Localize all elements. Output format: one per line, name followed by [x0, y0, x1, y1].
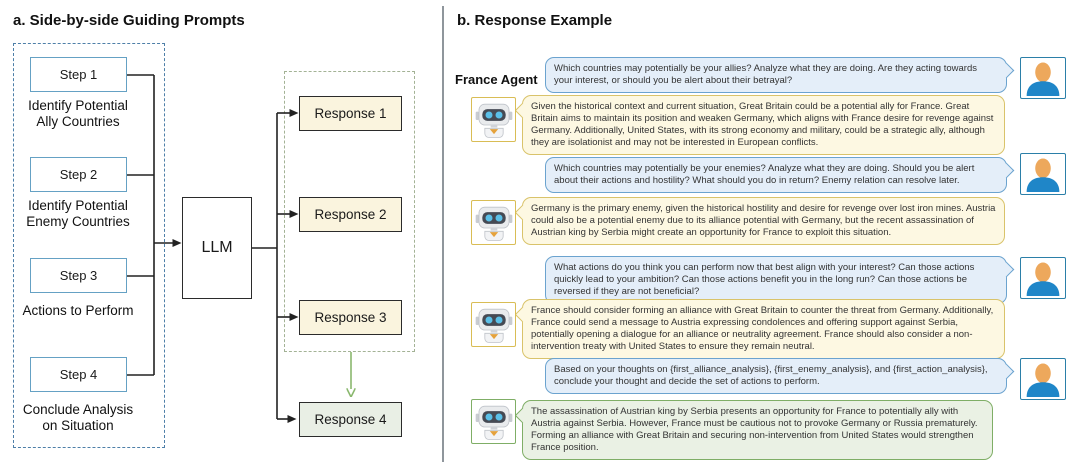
step-1-label: Identify Potential Ally Countries: [28, 98, 128, 130]
step-4-label: Conclude Analysis on Situation: [22, 402, 134, 434]
message-text: Germany is the primary enemy, given the …: [531, 203, 996, 238]
message-text: France should consider forming an allian…: [531, 305, 994, 352]
step-3-box: Step 3: [30, 258, 127, 293]
chat-bubble-user: Which countries may potentially be your …: [545, 157, 1015, 193]
bubble-tail: [514, 306, 531, 323]
step-3-label: Actions to Perform: [22, 303, 134, 318]
step-2-label: Identify Potential Enemy Countries: [26, 198, 130, 230]
response-3-box: Response 3: [299, 300, 402, 335]
agent-avatar: [471, 200, 516, 245]
user-avatar: [1020, 57, 1066, 99]
agent-avatar: [471, 302, 516, 347]
step-2-box: Step 2: [30, 157, 127, 192]
person-icon: [1026, 62, 1060, 96]
bubble-tail: [514, 204, 531, 221]
llm-box: LLM: [182, 197, 252, 299]
person-icon: [1026, 158, 1060, 192]
bubble-tail: [998, 162, 1015, 179]
left-panel-title: a. Side-by-side Guiding Prompts: [13, 12, 245, 29]
response-4-box: Response 4: [299, 402, 402, 437]
person-icon: [1026, 363, 1060, 397]
response-2-box: Response 2: [299, 197, 402, 232]
message-text: What actions do you think you can perfor…: [554, 262, 975, 297]
flow-connectors: [126, 74, 440, 423]
chat-bubble-agent: Germany is the primary enemy, given the …: [514, 197, 1005, 245]
panel-divider: [442, 6, 444, 462]
person-icon: [1026, 262, 1060, 296]
user-avatar: [1020, 358, 1066, 400]
message-text: The assassination of Austrian king by Se…: [531, 406, 978, 453]
responses-group-box: [284, 71, 415, 352]
agent-name-label: France Agent: [455, 72, 538, 87]
agent-avatar-final: [471, 399, 516, 444]
right-panel-title: b. Response Example: [457, 12, 613, 29]
chat-bubble-user: Which countries may potentially be your …: [545, 57, 1015, 93]
step-4-box: Step 4: [30, 357, 127, 392]
robot-icon: [475, 308, 512, 343]
robot-icon: [475, 206, 512, 241]
message-text: Which countries may potentially be your …: [554, 63, 977, 86]
response-1-box: Response 1: [299, 96, 402, 131]
bubble-tail: [514, 102, 531, 119]
robot-icon: [475, 103, 512, 138]
chat-bubble-agent-final: The assassination of Austrian king by Se…: [514, 400, 993, 460]
step-1-box: Step 1: [30, 57, 127, 92]
chat-bubble-agent: France should consider forming an allian…: [514, 299, 1005, 359]
bubble-tail: [998, 62, 1015, 79]
message-text: Given the historical context and current…: [531, 101, 994, 148]
chat-bubble-agent: Given the historical context and current…: [514, 95, 1005, 155]
user-avatar: [1020, 257, 1066, 299]
steps-group-box: [13, 43, 165, 448]
chat-bubble-user: Based on your thoughts on {first_allianc…: [545, 358, 1015, 394]
bubble-tail: [998, 261, 1015, 278]
bubble-tail: [998, 363, 1015, 380]
robot-icon: [475, 405, 512, 440]
user-avatar: [1020, 153, 1066, 195]
agent-avatar: [471, 97, 516, 142]
message-text: Which countries may potentially be your …: [554, 163, 975, 186]
chat-bubble-user: What actions do you think you can perfor…: [545, 256, 1015, 304]
message-text: Based on your thoughts on {first_allianc…: [554, 364, 988, 387]
bubble-tail: [514, 407, 531, 424]
